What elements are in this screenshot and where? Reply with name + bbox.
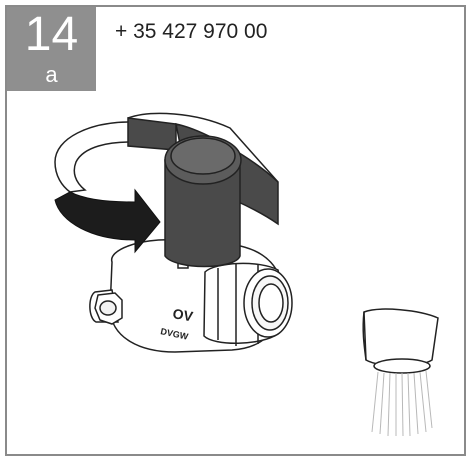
water-tap-icon	[362, 308, 439, 374]
step-number: 14	[24, 8, 79, 61]
valve-marking-top: OV	[171, 305, 194, 324]
rotation-arrow-back	[54, 121, 131, 193]
water-spray	[371, 370, 433, 437]
illustration-frame	[5, 5, 466, 456]
valve-handle	[127, 112, 279, 268]
rotation-arrow[interactable]	[54, 188, 161, 254]
phone-number: + 35 427 970 00	[115, 20, 268, 43]
valve-body	[89, 239, 293, 353]
step-badge: 14 a	[7, 7, 96, 91]
step-letter: a	[45, 62, 58, 87]
